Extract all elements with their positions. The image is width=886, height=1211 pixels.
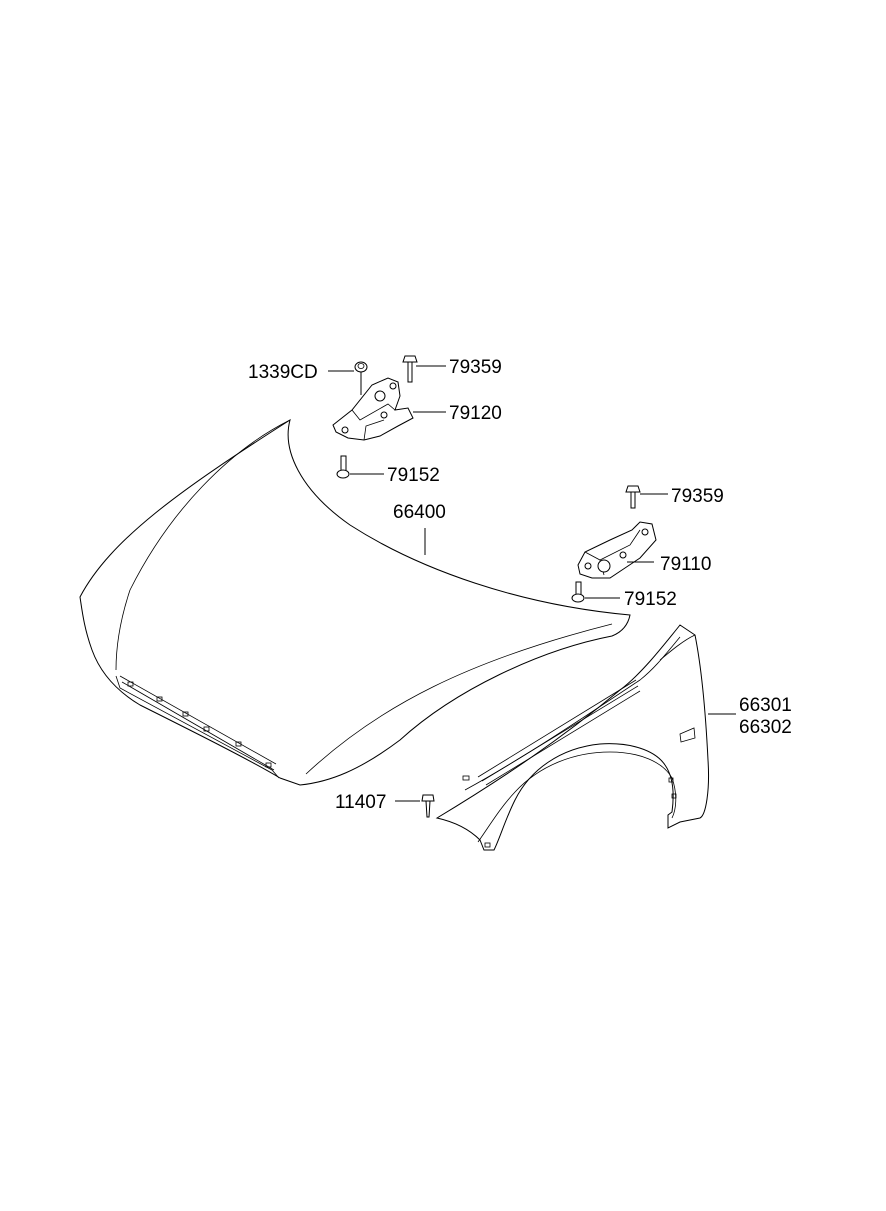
screw-11407-icon[interactable]: [421, 794, 435, 818]
label-79359-right: 79359: [671, 486, 724, 507]
label-66400: 66400: [393, 502, 446, 523]
front-fender[interactable]: [435, 624, 709, 851]
hood-hinge-right[interactable]: [577, 521, 657, 579]
nut-1339cd-icon[interactable]: [354, 361, 368, 373]
bolt-79359-right-icon[interactable]: [625, 485, 641, 509]
bolt-79152-right-icon[interactable]: [571, 581, 585, 603]
label-66302: 66302: [739, 717, 792, 738]
bolt-79359-left-icon[interactable]: [402, 355, 418, 383]
hood-panel[interactable]: [79, 418, 631, 786]
label-79120: 79120: [449, 403, 502, 424]
leader-lines: [328, 365, 736, 802]
label-66301: 66301: [739, 695, 792, 716]
label-1339cd: 1339CD: [248, 362, 318, 383]
label-79110: 79110: [660, 554, 711, 575]
label-11407: 11407: [335, 792, 386, 813]
label-79359-left: 79359: [449, 357, 502, 378]
hood-seal-clips: [127, 681, 272, 768]
label-79152-left: 79152: [387, 465, 440, 486]
label-79152-right: 79152: [624, 589, 677, 610]
hood-hinge-left[interactable]: [332, 377, 414, 441]
bolt-79152-left-icon[interactable]: [336, 455, 350, 479]
